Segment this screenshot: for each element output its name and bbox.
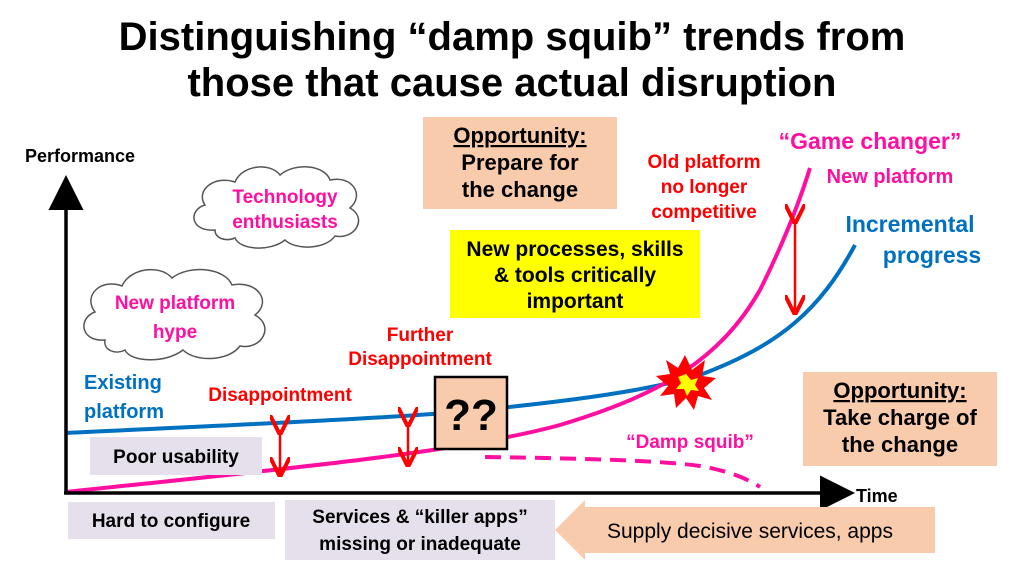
y-axis-label: Performance: [25, 146, 135, 166]
explosion-icon: [656, 355, 716, 410]
hard-to-configure-box: Hard to configure: [68, 502, 275, 539]
title-line-1: Distinguishing “damp squib” trends from: [119, 15, 906, 59]
cloud-enthusiasts: Technology enthusiasts: [193, 166, 360, 249]
opportunity-bottom-line-1: Take charge of: [823, 405, 977, 430]
x-axis-label: Time: [856, 486, 898, 506]
services-missing-line-1: Services & “killer apps”: [312, 507, 527, 528]
question-marks: ??: [444, 391, 498, 440]
services-missing-line-2: missing or inadequate: [319, 534, 521, 555]
critical-line-1: New processes, skills: [466, 238, 683, 261]
old-platform-line-3: competitive: [651, 202, 757, 223]
opportunity-bottom-line-2: the change: [842, 432, 958, 457]
opportunity-top-line-1: Prepare for: [461, 150, 579, 175]
disappointment-label: Disappointment: [208, 385, 352, 406]
damp-squib-curve: [484, 455, 762, 489]
damp-squib-label: “Damp squib”: [626, 432, 754, 453]
opportunity-top-heading: Opportunity:: [453, 123, 586, 148]
incremental-line-1: Incremental: [845, 211, 974, 237]
critical-importance-box: New processes, skills & tools critically…: [450, 230, 700, 318]
critical-line-2: & tools critically: [494, 264, 657, 287]
opportunity-take-charge-box: Opportunity: Take charge of the change: [803, 372, 997, 466]
poor-usability-label: Poor usability: [113, 447, 239, 468]
old-platform-line-2: no longer: [661, 177, 748, 198]
cloud-hype: New platform hype: [83, 268, 266, 361]
cloud-enthusiasts-line-2: enthusiasts: [232, 212, 338, 233]
game-changer-label: “Game changer”: [779, 128, 962, 154]
critical-line-3: important: [527, 290, 624, 313]
hard-to-configure-label: Hard to configure: [92, 511, 250, 532]
supply-services-label: Supply decisive services, apps: [607, 520, 893, 543]
supply-services-arrow: Supply decisive services, apps: [555, 500, 935, 560]
old-platform-line-1: Old platform: [648, 152, 761, 173]
existing-platform-line-1: Existing: [84, 372, 162, 394]
opportunity-bottom-heading: Opportunity:: [833, 378, 966, 403]
incremental-line-2: progress: [883, 242, 981, 268]
title-line-2: those that cause actual disruption: [187, 61, 836, 105]
opportunity-prepare-box: Opportunity: Prepare for the change: [423, 117, 617, 209]
cloud-hype-line-2: hype: [153, 322, 197, 343]
cloud-hype-line-1: New platform: [115, 293, 235, 314]
cloud-enthusiasts-line-1: Technology: [232, 187, 338, 208]
further-disappointment-line-1: Further: [387, 325, 454, 346]
existing-platform-line-2: platform: [84, 401, 164, 423]
poor-usability-box: Poor usability: [90, 437, 262, 475]
further-disappointment-line-2: Disappointment: [348, 349, 492, 370]
new-platform-label: New platform: [827, 166, 954, 188]
question-box: ??: [433, 375, 509, 451]
opportunity-top-line-2: the change: [462, 177, 578, 202]
services-missing-box: Services & “killer apps” missing or inad…: [285, 500, 555, 560]
